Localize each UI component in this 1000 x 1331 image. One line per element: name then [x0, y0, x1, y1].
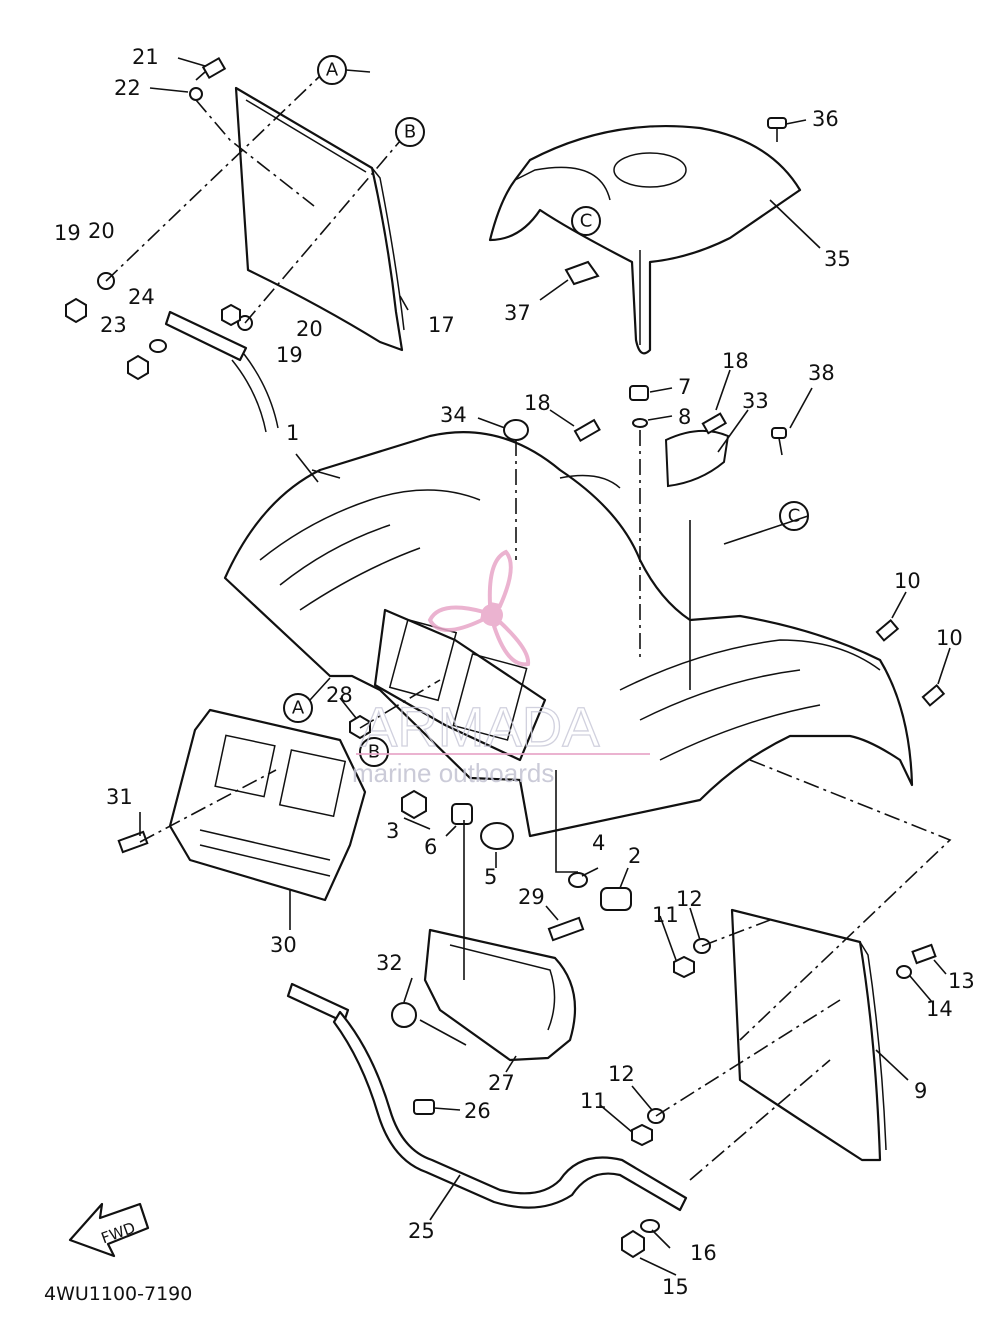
label-32: 32: [376, 951, 403, 975]
propeller-logo: [427, 549, 531, 667]
label-14: 14: [926, 997, 953, 1021]
callout-a-mid-text: A: [292, 698, 305, 719]
part-labels: 1 2 3 4 5 6 7 8 9 10 10 11 11 12 12 13 1…: [54, 45, 975, 1299]
label-28: 28: [326, 683, 353, 707]
callout-b-top-text: B: [404, 122, 416, 143]
callout-a-top: A: [317, 55, 347, 85]
callout-c-top-text: C: [580, 211, 593, 232]
watermark: ARMADA marine outboards: [352, 549, 650, 788]
part-9-rear-flap: [730, 908, 887, 1162]
part-26-bolt: [413, 1099, 435, 1115]
label-35: 35: [824, 247, 851, 271]
part-17-front-flap: [234, 86, 405, 352]
label-21: 21: [132, 45, 159, 69]
label-30: 30: [270, 933, 297, 957]
label-7: 7: [678, 375, 691, 399]
label-25: 25: [408, 1219, 435, 1243]
part-7-8-bolt: [629, 385, 649, 428]
label-16: 16: [690, 1241, 717, 1265]
label-10-a: 10: [894, 569, 921, 593]
callout-c-mid-text: C: [788, 506, 801, 527]
part-31-bolt: [117, 830, 149, 854]
label-20-a: 20: [88, 219, 115, 243]
label-3: 3: [386, 819, 399, 843]
part-38-screw: [771, 427, 787, 456]
label-17: 17: [428, 313, 455, 337]
label-27: 27: [488, 1071, 515, 1095]
part-25-stay: [286, 982, 688, 1212]
part-23-24-nut: [127, 339, 167, 381]
assembly-lines: [105, 75, 952, 1181]
label-leaders: [139, 57, 951, 1276]
part-27-tray: [423, 928, 577, 1062]
label-23: 23: [100, 313, 127, 337]
callout-b-mid-text: B: [368, 742, 380, 763]
part-19-20-right: [221, 303, 253, 331]
callout-c-mid: C: [779, 501, 809, 531]
label-22: 22: [114, 76, 141, 100]
label-9: 9: [914, 1079, 927, 1103]
label-8: 8: [678, 405, 691, 429]
callout-b-top: B: [395, 117, 425, 147]
part-18-bolts: [573, 412, 728, 443]
label-13: 13: [948, 969, 975, 993]
callout-b-mid: B: [359, 737, 389, 767]
label-34: 34: [440, 403, 467, 427]
label-19-b: 19: [276, 343, 303, 367]
label-10-b: 10: [936, 626, 963, 650]
part-33-pad: [664, 429, 730, 488]
label-2: 2: [628, 844, 641, 868]
stay-top-left: [164, 310, 279, 433]
label-12-b: 12: [608, 1062, 635, 1086]
label-31: 31: [106, 785, 133, 809]
label-19-a: 19: [54, 221, 81, 245]
part-29-bolt: [547, 916, 585, 942]
label-18-a: 18: [524, 391, 551, 415]
part-1-front-fender: [223, 431, 914, 838]
label-4: 4: [592, 831, 605, 855]
part-10-bolts: [875, 618, 946, 707]
label-5: 5: [484, 865, 497, 889]
label-29: 29: [518, 885, 545, 909]
part-11-12-nuts: [631, 938, 711, 1147]
part-28-nut: [349, 714, 371, 740]
part-code: 4WU1100-7190: [44, 1283, 192, 1305]
label-12-a: 12: [676, 887, 703, 911]
label-1: 1: [286, 421, 299, 445]
label-6: 6: [424, 835, 437, 859]
part-34-cap: [503, 419, 529, 441]
label-24: 24: [128, 285, 155, 309]
part-36-screw: [767, 117, 787, 142]
callout-a-mid: A: [283, 693, 313, 723]
part-3-6-5-nuts: [401, 789, 514, 850]
label-36: 36: [812, 107, 839, 131]
fwd-arrow: FWD: [68, 1202, 150, 1258]
part-30-grille: [168, 708, 367, 902]
part-21-22-bolt: [189, 56, 227, 101]
part-35-top-cover: [488, 125, 802, 355]
part-19-20-nut-left: [65, 272, 115, 324]
label-18-b: 18: [722, 349, 749, 373]
part-13-14-bolt: [896, 943, 937, 979]
part-32-nut: [391, 1002, 417, 1028]
watermark-brand: ARMADA: [360, 695, 600, 758]
label-37: 37: [504, 301, 531, 325]
part-15-16-nut: [621, 1219, 660, 1259]
label-20-b: 20: [296, 317, 323, 341]
label-26: 26: [464, 1099, 491, 1123]
part-37-clip: [564, 260, 600, 286]
label-38: 38: [808, 361, 835, 385]
watermark-tagline: marine outboards: [352, 758, 554, 788]
part-4-2-washer-bolt: [568, 872, 632, 911]
callout-a-top-text: A: [326, 60, 339, 81]
label-15: 15: [662, 1275, 689, 1299]
label-11-a: 11: [652, 903, 679, 927]
callout-c-top: C: [571, 206, 601, 236]
label-11-b: 11: [580, 1089, 607, 1113]
label-33: 33: [742, 389, 769, 413]
